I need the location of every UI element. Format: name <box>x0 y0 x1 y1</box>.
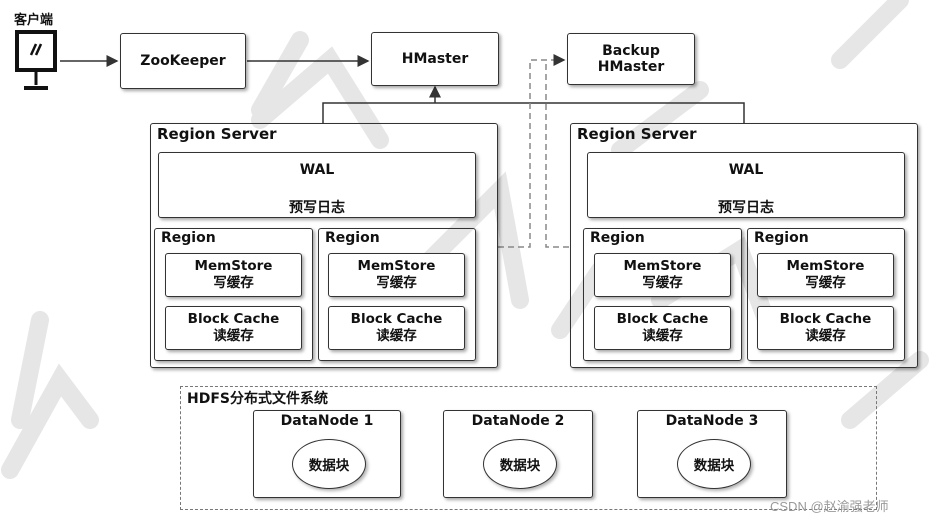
region-title: Region <box>590 230 645 246</box>
memstore-subtitle: 写缓存 <box>805 275 846 291</box>
backup-hmaster-node: Backup HMaster <box>567 33 695 85</box>
backup-hmaster-label-line2: HMaster <box>597 59 665 75</box>
region-box: Region <box>583 228 742 361</box>
data-block-label: 数据块 <box>308 458 350 474</box>
block-cache-subtitle: 读缓存 <box>805 328 846 344</box>
memstore-box: MemStore 写缓存 <box>328 253 465 297</box>
data-block-ellipse: 数据块 <box>483 439 557 489</box>
region-server-title: Region Server <box>157 125 277 143</box>
memstore-box: MemStore 写缓存 <box>594 253 731 297</box>
csdn-watermark: CSDN @赵渝强老师 <box>770 499 889 514</box>
memstore-subtitle: 写缓存 <box>376 275 417 291</box>
backup-dashed-line-right <box>545 60 569 248</box>
region-box: Region <box>318 228 476 361</box>
data-block-label: 数据块 <box>693 458 735 474</box>
datanode-title: DataNode 1 <box>280 413 374 429</box>
memstore-title: MemStore <box>357 258 436 274</box>
block-cache-title: Block Cache <box>779 311 872 327</box>
datanode-box: DataNode 1 数据块 <box>253 410 401 498</box>
zookeeper-node: ZooKeeper <box>120 33 246 89</box>
region-server-title: Region Server <box>577 125 697 143</box>
region-server-bus-line <box>322 102 745 124</box>
datanode-title: DataNode 3 <box>665 413 759 429</box>
client-label: 客户端 <box>14 13 54 28</box>
hmaster-label: HMaster <box>401 51 469 67</box>
data-block-label: 数据块 <box>499 458 541 474</box>
memstore-subtitle: 写缓存 <box>213 275 254 291</box>
region-title: Region <box>754 230 809 246</box>
region-box: Region <box>154 228 313 361</box>
block-cache-title: Block Cache <box>350 311 443 327</box>
wal-subtitle: 预写日志 <box>718 200 774 216</box>
block-cache-box: Block Cache 读缓存 <box>757 306 894 350</box>
monitor-icon <box>15 30 57 90</box>
region-box: Region <box>747 228 905 361</box>
block-cache-title: Block Cache <box>616 311 709 327</box>
memstore-subtitle: 写缓存 <box>642 275 683 291</box>
backup-hmaster-label-line1: Backup <box>602 43 660 59</box>
region-server-2: Region Server <box>570 123 918 368</box>
region-title: Region <box>325 230 380 246</box>
block-cache-box: Block Cache 读缓存 <box>165 306 302 350</box>
block-cache-box: Block Cache 读缓存 <box>594 306 731 350</box>
datanode-title: DataNode 2 <box>471 413 565 429</box>
memstore-title: MemStore <box>786 258 865 274</box>
wal-subtitle: 预写日志 <box>289 200 345 216</box>
wal-box: WAL 预写日志 <box>158 152 476 218</box>
wal-box: WAL 预写日志 <box>587 152 905 218</box>
block-cache-box: Block Cache 读缓存 <box>328 306 465 350</box>
wal-title: WAL <box>299 162 335 178</box>
datanode-box: DataNode 2 数据块 <box>443 410 593 498</box>
block-cache-subtitle: 读缓存 <box>213 328 254 344</box>
data-block-ellipse: 数据块 <box>292 439 366 489</box>
memstore-box: MemStore 写缓存 <box>165 253 302 297</box>
memstore-box: MemStore 写缓存 <box>757 253 894 297</box>
block-cache-title: Block Cache <box>187 311 280 327</box>
memstore-title: MemStore <box>623 258 702 274</box>
block-cache-subtitle: 读缓存 <box>642 328 683 344</box>
datanode-box: DataNode 3 数据块 <box>637 410 787 498</box>
memstore-title: MemStore <box>194 258 273 274</box>
block-cache-subtitle: 读缓存 <box>376 328 417 344</box>
wal-title: WAL <box>728 162 764 178</box>
backup-dashed-line-left <box>498 54 566 248</box>
zookeeper-label: ZooKeeper <box>140 53 226 69</box>
hdfs-title: HDFS分布式文件系统 <box>187 391 328 407</box>
region-title: Region <box>161 230 216 246</box>
hdfs-container: HDFS分布式文件系统 <box>180 386 877 510</box>
data-block-ellipse: 数据块 <box>677 439 751 489</box>
hmaster-node: HMaster <box>371 32 499 86</box>
region-server-1: Region Server <box>150 123 498 368</box>
